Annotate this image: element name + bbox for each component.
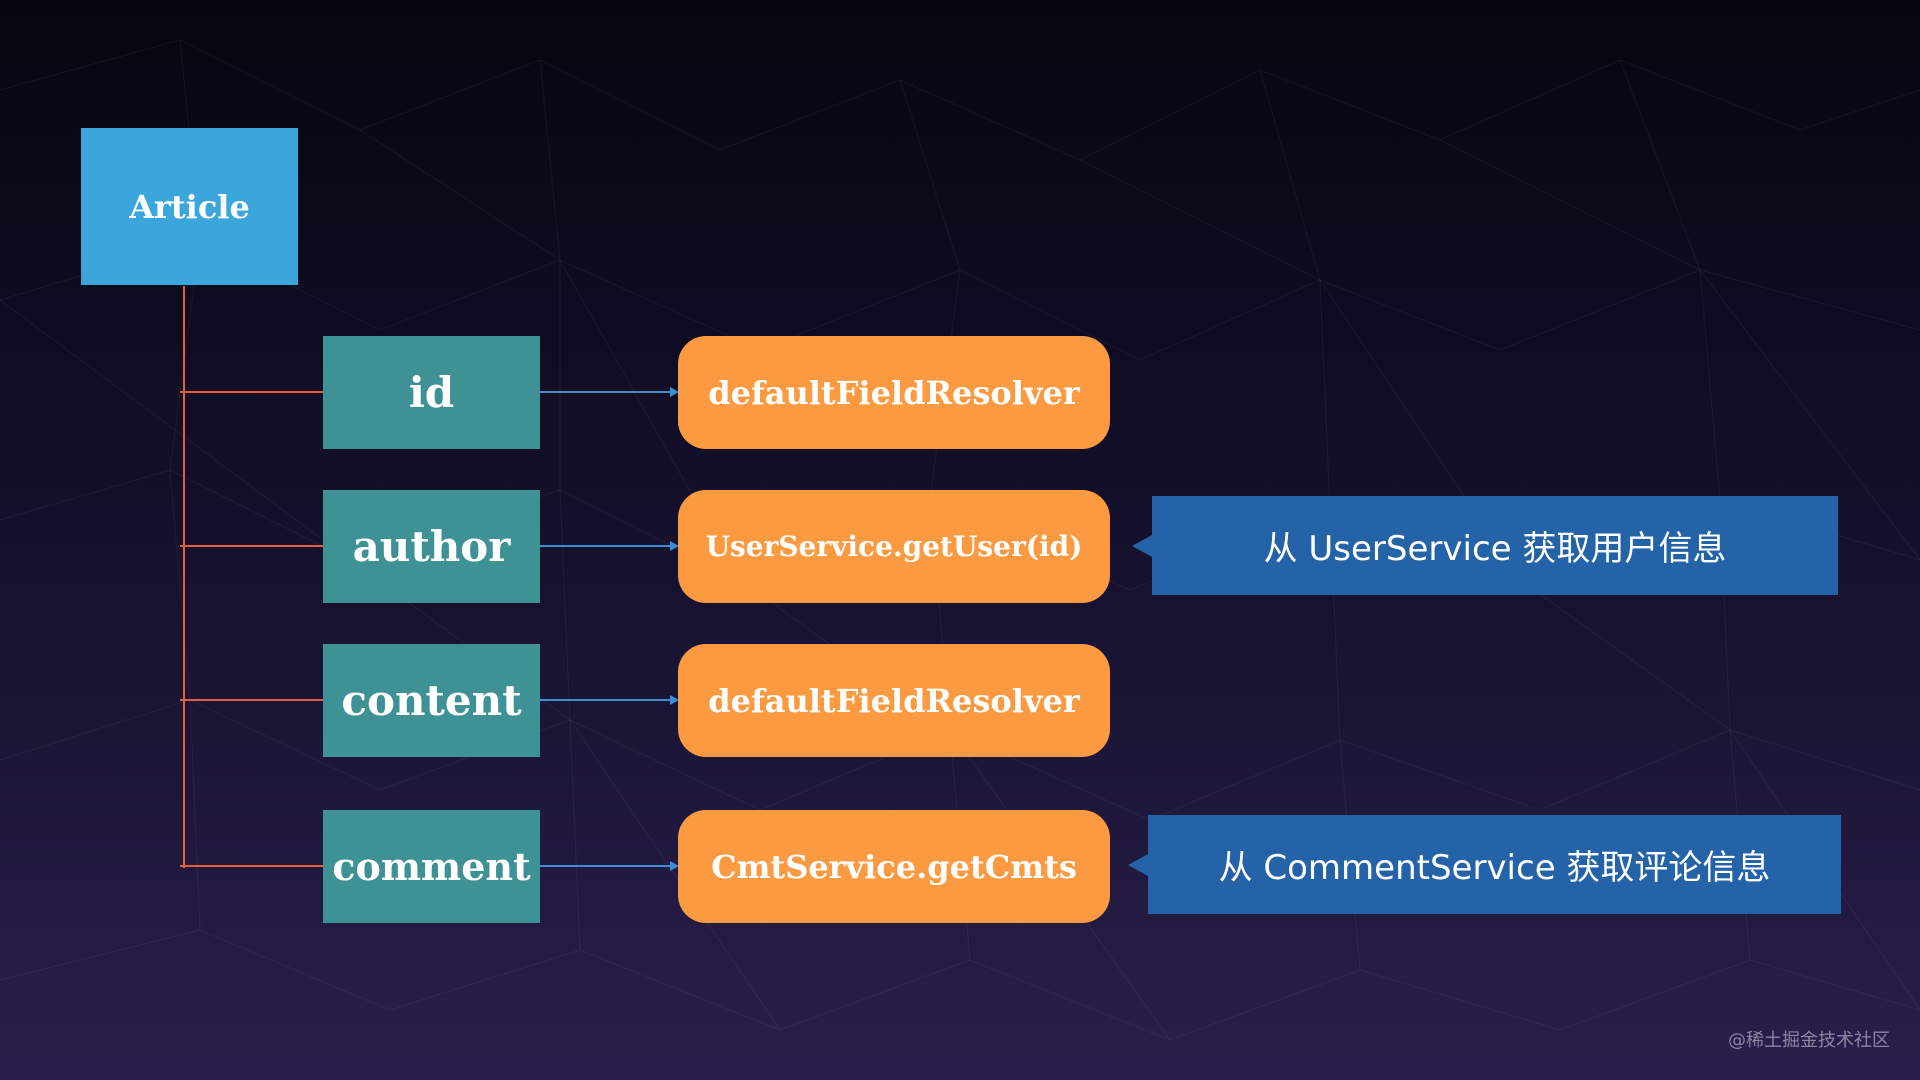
arrowhead-id — [670, 387, 679, 397]
arrowhead-author — [670, 541, 679, 551]
field-node-author: author — [323, 490, 540, 603]
resolver-node-comment: CmtService.getCmts — [678, 810, 1110, 923]
field-node-content: content — [323, 644, 540, 757]
note-comment-service: 从 CommentService 获取评论信息 — [1128, 815, 1841, 914]
resolver-label: CmtService.getCmts — [711, 847, 1077, 886]
watermark: @稀土掘金技术社区 — [1728, 1030, 1890, 1051]
resolver-label: UserService.getUser(id) — [705, 530, 1083, 563]
field-label: comment — [332, 844, 531, 889]
field-node-comment: comment — [323, 810, 540, 923]
field-label: author — [352, 522, 511, 571]
resolver-node-author: UserService.getUser(id) — [678, 490, 1110, 603]
resolver-node-id: defaultFieldResolver — [678, 336, 1110, 449]
resolver-node-content: defaultFieldResolver — [678, 644, 1110, 757]
field-node-id: id — [323, 336, 540, 449]
resolver-label: defaultFieldResolver — [708, 681, 1080, 720]
resolver-label: defaultFieldResolver — [708, 373, 1080, 412]
arrowhead-content — [670, 695, 679, 705]
arrowhead-comment — [670, 861, 679, 871]
callout-pointer — [1128, 853, 1148, 876]
field-label: content — [341, 676, 522, 725]
article-label: Article — [129, 187, 250, 226]
note-text: 从 UserService 获取用户信息 — [1263, 529, 1727, 569]
article-node: Article — [81, 128, 298, 285]
note-user-service: 从 UserService 获取用户信息 — [1132, 496, 1838, 595]
note-text: 从 CommentService 获取评论信息 — [1218, 848, 1771, 888]
callout-pointer — [1132, 534, 1152, 557]
field-label: id — [408, 368, 455, 417]
